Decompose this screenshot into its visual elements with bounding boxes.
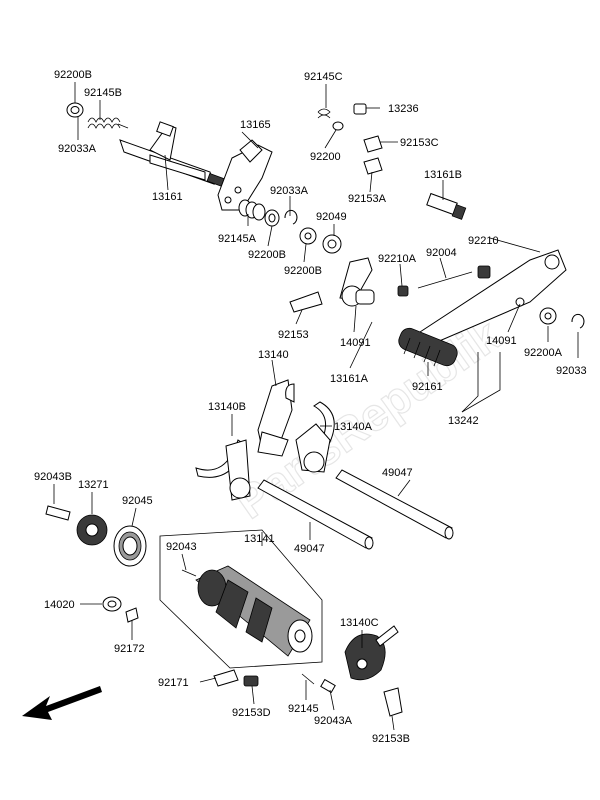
label-92153b: 92153B [372, 733, 410, 745]
top-hardware [317, 103, 383, 175]
label-14020: 14020 [44, 599, 75, 611]
bearing-92045 [113, 525, 147, 567]
shift-shaft-assembly [66, 102, 298, 227]
label-13140a: 13140A [334, 421, 373, 433]
label-92145a: 92145A [218, 233, 257, 245]
fork-rod-49047-a [257, 479, 374, 550]
rubber-92161 [398, 327, 458, 367]
shift-fork-13140 [257, 379, 295, 457]
drum-callout-box [159, 529, 323, 669]
label-92153d: 92153D [232, 707, 271, 719]
pin-13161b [426, 192, 467, 220]
shift-fork-13140b [195, 439, 251, 501]
arm-13165 [217, 139, 273, 211]
spring-92145a [238, 199, 266, 221]
front-direction-arrow-icon [22, 686, 102, 720]
label-92033a-mid: 92033A [270, 185, 309, 197]
label-92171: 92171 [158, 677, 189, 689]
nut-92210 [477, 265, 491, 279]
part-number-labels: 92200B 92145B 92033A 13161 13165 92145C … [34, 69, 587, 745]
bolt-92153a [363, 157, 383, 175]
leader-lines [53, 82, 579, 731]
label-92200b-mid: 92200B [248, 249, 286, 261]
fork-rod-49047-b [335, 469, 454, 540]
pin-92043b [45, 505, 71, 521]
label-92200: 92200 [310, 151, 341, 163]
label-13236: 13236 [388, 103, 419, 115]
label-14091-b: 14091 [486, 335, 517, 347]
screw-92172 [125, 607, 139, 623]
label-92172: 92172 [114, 643, 145, 655]
drum-body [195, 565, 313, 657]
bolt-92153d [243, 675, 259, 687]
label-92153a: 92153A [348, 193, 387, 205]
circlip-92033a [284, 209, 298, 225]
label-92210: 92210 [468, 235, 499, 247]
label-92145: 92145 [288, 703, 319, 715]
label-92153: 92153 [278, 329, 309, 341]
label-92049: 92049 [316, 211, 347, 223]
label-92161: 92161 [412, 381, 443, 393]
drum-bearing-group [45, 505, 147, 623]
label-13165: 13165 [240, 119, 271, 131]
gear-13271 [76, 514, 108, 546]
label-92004: 92004 [426, 247, 457, 259]
shift-fork-13140a [295, 401, 335, 473]
label-92145b: 92145B [84, 87, 122, 99]
label-13140b: 13140B [208, 401, 246, 413]
label-13161: 13161 [152, 191, 183, 203]
label-92043b: 92043B [34, 471, 72, 483]
label-14091-a: 14091 [340, 337, 371, 349]
plate-92171 [213, 669, 239, 687]
label-92033: 92033 [556, 365, 587, 377]
label-13140: 13140 [258, 349, 289, 361]
circlip-92033 [571, 313, 585, 329]
label-13271: 13271 [78, 479, 109, 491]
label-92210a: 92210A [378, 253, 417, 265]
label-49047-b: 49047 [294, 543, 325, 555]
label-92200b-low: 92200B [284, 265, 322, 277]
label-13242: 13242 [448, 415, 479, 427]
label-13161b: 13161B [424, 169, 462, 181]
label-92200a: 92200A [524, 347, 563, 359]
label-13161a: 13161A [330, 373, 369, 385]
lever-14091 [339, 257, 375, 307]
shift-shaft-13161 [119, 121, 226, 188]
pin-92043a [320, 678, 336, 694]
spring-92145c [317, 108, 331, 116]
shift-drum-13141 [159, 529, 323, 669]
bolt-92153 [289, 291, 323, 313]
label-92043: 92043 [166, 541, 197, 553]
label-49047-a: 49047 [382, 467, 413, 479]
bolt-92153c [363, 135, 383, 153]
spring-92145b [87, 117, 129, 129]
rod-92004 [417, 271, 473, 289]
label-92145c: 92145C [304, 71, 343, 83]
label-13141: 13141 [244, 533, 275, 545]
label-92043a: 92043A [314, 715, 353, 727]
label-92033a-top: 92033A [58, 143, 97, 155]
washer-92200-top [332, 121, 344, 131]
bolt-92153b [383, 687, 403, 717]
cam-plate-group [213, 625, 403, 717]
pin-92043 [181, 569, 197, 577]
nut-13236 [353, 103, 367, 115]
lever-13140c [344, 633, 386, 681]
label-92153c: 92153C [400, 137, 439, 149]
spring-92145 [301, 673, 315, 685]
shift-pedal-13242 [398, 249, 585, 367]
label-92045: 92045 [122, 495, 153, 507]
label-13140c: 13140C [340, 617, 379, 629]
label-92200b-top: 92200B [54, 69, 92, 81]
nut-92210a [397, 285, 409, 297]
shift-lever-group [289, 227, 491, 313]
